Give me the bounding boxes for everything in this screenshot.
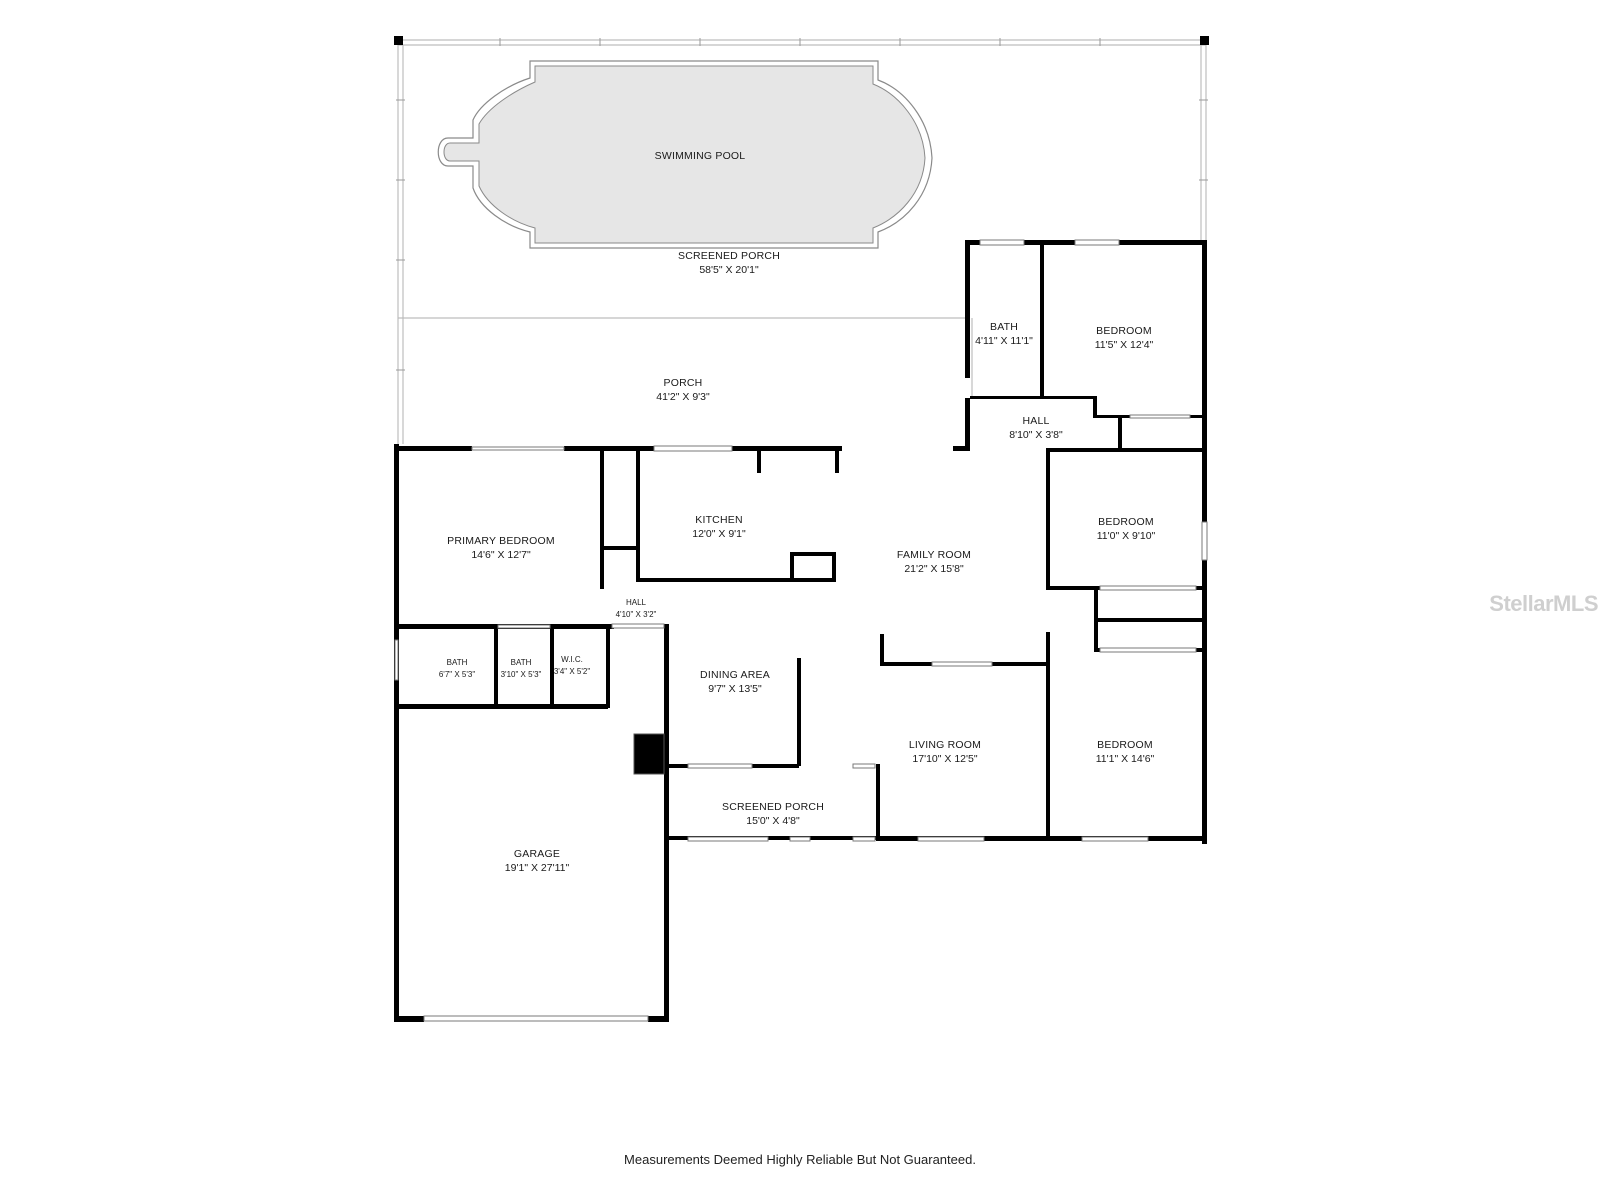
room-name: BEDROOM xyxy=(1098,516,1154,528)
room-dimensions: 4'10" X 3'2" xyxy=(616,610,657,619)
room-name: PRIMARY BEDROOM xyxy=(447,535,555,547)
room-dimensions: 3'10" X 5'3" xyxy=(501,670,542,679)
room-label-swimming-pool: SWIMMING POOL xyxy=(655,150,746,162)
room-dimensions: 17'10" X 12'5" xyxy=(912,753,977,765)
room-dimensions: 8'10" X 3'8" xyxy=(1009,429,1063,441)
room-name: KITCHEN xyxy=(695,514,743,526)
room-name: BATH xyxy=(447,658,468,667)
room-name: BEDROOM xyxy=(1097,739,1153,751)
room-name: GARAGE xyxy=(514,848,560,860)
room-dimensions: 3'4" X 5'2" xyxy=(554,667,590,676)
room-label-hall-small: HALL 4'10" X 3'2" xyxy=(616,598,657,619)
room-dimensions: 11'0" X 9'10" xyxy=(1097,530,1156,542)
room-dimensions: 19'1" X 27'11" xyxy=(505,862,570,874)
measurements-disclaimer: Measurements Deemed Highly Reliable But … xyxy=(624,1152,976,1167)
stellarmls-watermark: StellarMLS xyxy=(1489,591,1598,616)
room-dimensions: 9'7" X 13'5" xyxy=(708,683,762,695)
room-label-bath-upper: BATH 4'11" X 11'1" xyxy=(975,321,1033,347)
room-label-primary-bedroom: PRIMARY BEDROOM 14'6" X 12'7" xyxy=(447,535,555,561)
room-dimensions: 21'2" X 15'8" xyxy=(904,563,964,575)
room-label-garage: GARAGE 19'1" X 27'11" xyxy=(505,848,570,874)
screen-enclosure xyxy=(394,36,1209,444)
room-name: SWIMMING POOL xyxy=(655,150,746,162)
room-name: W.I.C. xyxy=(561,655,583,664)
room-name: PORCH xyxy=(664,377,703,389)
room-dimensions: 11'5" X 12'4" xyxy=(1095,339,1154,351)
room-label-family-room: FAMILY ROOM 21'2" X 15'8" xyxy=(897,549,971,575)
room-name: FAMILY ROOM xyxy=(897,549,971,561)
room-dimensions: 41'2" X 9'3" xyxy=(656,391,710,403)
room-dimensions: 11'1" X 14'6" xyxy=(1096,753,1155,765)
room-label-hall-upper: HALL 8'10" X 3'8" xyxy=(1009,415,1063,441)
room-label-screened-porch-front: SCREENED PORCH 15'0" X 4'8" xyxy=(722,801,824,827)
room-dimensions: 4'11" X 11'1" xyxy=(975,335,1033,347)
room-dimensions: 14'6" X 12'7" xyxy=(471,549,531,561)
room-label-bedroom-ne: BEDROOM 11'5" X 12'4" xyxy=(1095,325,1154,351)
walls xyxy=(394,240,1207,1022)
room-label-bath-1: BATH 6'7" X 5'3" xyxy=(439,658,475,679)
room-label-bedroom-e: BEDROOM 11'0" X 9'10" xyxy=(1097,516,1156,542)
room-name: HALL xyxy=(1022,415,1049,427)
room-label-dining-area: DINING AREA 9'7" X 13'5" xyxy=(700,669,770,695)
room-dimensions: 15'0" X 4'8" xyxy=(746,815,800,827)
room-label-bedroom-se: BEDROOM 11'1" X 14'6" xyxy=(1096,739,1155,765)
room-label-bath-2: BATH 3'10" X 5'3" xyxy=(501,658,542,679)
room-label-wic: W.I.C. 3'4" X 5'2" xyxy=(554,655,590,676)
room-name: BEDROOM xyxy=(1096,325,1152,337)
room-label-living-room: LIVING ROOM 17'10" X 12'5" xyxy=(909,739,981,765)
room-label-kitchen: KITCHEN 12'0" X 9'1" xyxy=(692,514,746,540)
room-dimensions: 12'0" X 9'1" xyxy=(692,528,746,540)
windows xyxy=(394,239,1208,1022)
room-label-porch: PORCH 41'2" X 9'3" xyxy=(656,377,710,403)
room-name: SCREENED PORCH xyxy=(722,801,824,813)
room-name: SCREENED PORCH xyxy=(678,250,780,262)
room-dimensions: 6'7" X 5'3" xyxy=(439,670,475,679)
room-name: BATH xyxy=(990,321,1018,333)
room-label-screened-porch-rear: SCREENED PORCH 58'5" X 20'1" xyxy=(678,250,780,276)
swimming-pool-shape xyxy=(437,60,933,249)
room-name: HALL xyxy=(626,598,647,607)
room-name: BATH xyxy=(511,658,532,667)
room-dimensions: 58'5" X 20'1" xyxy=(699,264,759,276)
room-name: DINING AREA xyxy=(700,669,770,681)
room-name: LIVING ROOM xyxy=(909,739,981,751)
